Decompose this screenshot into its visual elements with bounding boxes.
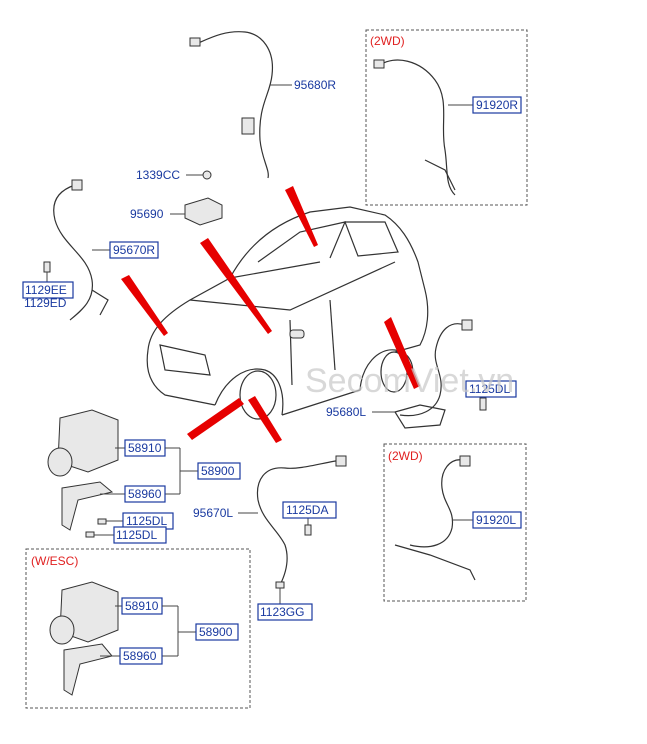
label-box-95670R [109, 241, 159, 259]
hcu-module-esc [49, 581, 119, 696]
label-box-esc-58960 [119, 647, 163, 665]
label-1129EE: 1129EE [25, 283, 67, 297]
label-box-1125DA [282, 501, 337, 519]
group-box-2wd-bottom [383, 443, 527, 602]
pointer-wedge-hcu [187, 398, 244, 440]
sensor-95670R [53, 179, 109, 321]
sensor-95680R [189, 31, 273, 179]
label-box-91920L [472, 511, 522, 529]
label-58910: 58910 [128, 441, 162, 455]
label-95680R: 95680R [294, 78, 336, 92]
label-box-esc-58900 [195, 623, 239, 641]
label-1125DL-a: 1125DL [126, 514, 167, 528]
label-esc-58900: 58900 [199, 625, 233, 639]
watermark: SecomViet.vn [305, 362, 514, 400]
label-box-58960 [124, 485, 166, 503]
hcu-module [47, 409, 119, 531]
label-box-1125DL-r [465, 380, 517, 398]
label-1125DA: 1125DA [286, 503, 328, 517]
label-esc-58960: 58960 [123, 649, 157, 663]
sensor-95680L [394, 319, 473, 429]
pointer-wedge-fr [121, 275, 168, 336]
label-58900: 58900 [201, 464, 235, 478]
pointer-wedge-rl [384, 317, 420, 389]
label-box-1123GG [257, 603, 313, 621]
label-1125DL-b: 1125DL [116, 528, 157, 542]
title-2wd-bottom: (2WD) [388, 449, 423, 463]
label-box-1129EE [22, 281, 74, 299]
label-box-58900 [197, 462, 241, 480]
label-1339CC: 1339CC [136, 168, 180, 182]
label-95680L: 95680L [326, 405, 366, 419]
pointer-wedge-fl [248, 396, 282, 443]
title-2wd-top: (2WD) [370, 34, 405, 48]
label-1123GG: 1123GG [260, 605, 304, 619]
vehicle-suv-outline [146, 206, 429, 420]
sensor-95670L [256, 455, 347, 589]
sensor-95690 [184, 170, 223, 226]
label-box-91920R [472, 96, 522, 114]
title-w-esc: (W/ESC) [31, 554, 78, 568]
label-95690: 95690 [130, 207, 164, 221]
label-box-1125DL-b [113, 526, 167, 544]
sensor-91920L [394, 455, 476, 581]
label-95670L: 95670L [193, 506, 233, 520]
label-91920R: 91920R [476, 98, 518, 112]
pointer-wedge-rr [285, 186, 318, 247]
label-1125DL-r: 1125DL [469, 382, 510, 396]
label-91920L: 91920L [476, 513, 516, 527]
group-box-w-esc [25, 548, 251, 709]
label-esc-58910: 58910 [125, 599, 159, 613]
sensor-91920R [373, 59, 456, 196]
label-58960: 58960 [128, 487, 162, 501]
group-box-2wd-top [365, 29, 528, 206]
pointer-wedge-module [200, 238, 272, 334]
label-95670R: 95670R [113, 243, 155, 257]
label-1129ED: 1129ED [24, 296, 67, 310]
